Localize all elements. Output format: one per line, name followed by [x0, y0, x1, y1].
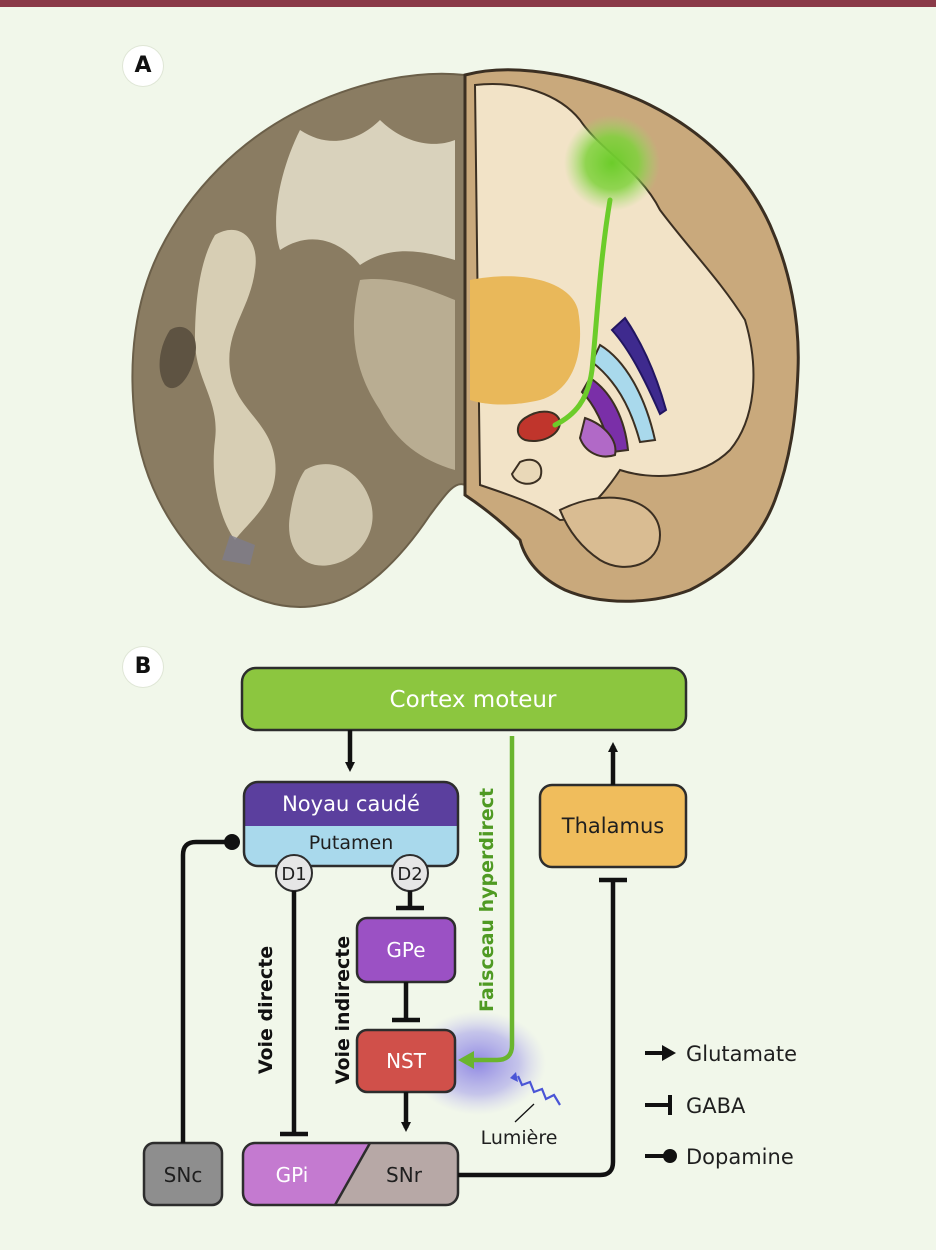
d2-to-gpe-inhibition: [396, 891, 424, 911]
direct-pathway-line: [280, 891, 308, 1137]
snc-label: SNc: [164, 1163, 203, 1187]
brain-schematic-half: [463, 68, 800, 603]
direct-pathway-label: Voie directe: [255, 946, 277, 1074]
light-label: Lumière: [481, 1127, 558, 1149]
top-border: [0, 0, 936, 7]
snc-dopamine-projection: [180, 834, 240, 1143]
cortex-label: Cortex moteur: [390, 687, 557, 713]
legend-gaba: GABA: [686, 1094, 746, 1118]
thalamus-label: Thalamus: [561, 814, 664, 838]
legend-glutamate: Glutamate: [686, 1042, 797, 1066]
legend: Glutamate GABA Dopamine: [645, 1042, 797, 1169]
d2-label: D2: [397, 864, 422, 885]
snr-label: SNr: [386, 1163, 423, 1187]
panel-label-a: A: [123, 46, 163, 86]
cortex-box: [240, 666, 688, 732]
gpe-label: GPe: [386, 938, 425, 962]
snr-to-thalamus-inhibition: [458, 877, 627, 1178]
putamen-label: Putamen: [309, 832, 394, 854]
caudate-label: Noyau caudé: [282, 792, 420, 816]
gaba-inhibition-icon: [645, 1095, 672, 1115]
gpi-label: GPi: [276, 1163, 309, 1187]
glutamate-arrow-icon: [645, 1045, 676, 1061]
hyperdirect-pathway: [458, 736, 515, 1069]
hyperdirect-pathway-label: Faisceau hyperdirect: [476, 788, 498, 1012]
d1-label: D1: [281, 864, 306, 885]
brain-photo-half: [131, 72, 466, 608]
indirect-pathway-label: Voie indirecte: [332, 936, 354, 1084]
dopamine-dot-icon: [645, 1149, 677, 1163]
nst-label: NST: [386, 1049, 427, 1073]
panel-label-b: B: [123, 647, 163, 687]
legend-dopamine: Dopamine: [686, 1145, 794, 1169]
light-wave-icon: [510, 1072, 561, 1123]
gpe-to-nst-inhibition: [392, 982, 420, 1023]
